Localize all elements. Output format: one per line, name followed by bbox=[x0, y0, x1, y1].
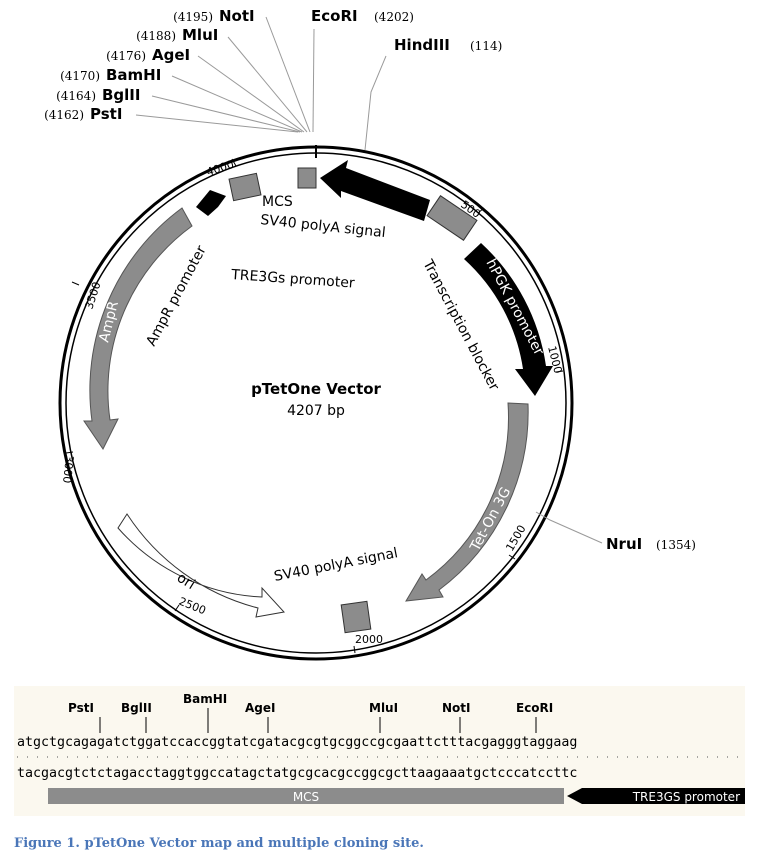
svg-text:(4170): (4170) bbox=[60, 69, 100, 83]
site-label-agei[interactable]: (4176) AgeI bbox=[106, 46, 190, 64]
vector-size: 4207 bp bbox=[287, 403, 345, 419]
vector-title: pTetOne Vector bbox=[251, 380, 381, 398]
site-label-bamhi[interactable]: (4170) BamHI bbox=[60, 66, 161, 84]
mcs-site-noti: NotI bbox=[442, 701, 471, 715]
tick-marks bbox=[65, 158, 564, 654]
svg-text:(4195): (4195) bbox=[173, 10, 213, 24]
mcs-bottom-strand: tacgacgtctctagacctaggtggccatagctatgcgcac… bbox=[17, 766, 577, 781]
sv40-top-feature bbox=[228, 172, 262, 202]
transcription-blocker-feature bbox=[426, 195, 478, 241]
tre3gs-bar-arrow bbox=[567, 788, 745, 804]
svg-text:(4164): (4164) bbox=[56, 89, 96, 103]
ampr-arrow bbox=[83, 207, 193, 450]
site-label-psti[interactable]: (4162) PstI bbox=[44, 105, 122, 123]
mcs-site-agei: AgeI bbox=[245, 701, 275, 715]
mcs-feature bbox=[297, 167, 317, 189]
svg-text:(4188): (4188) bbox=[136, 29, 176, 43]
site-label-noti[interactable]: (4195) NotI bbox=[173, 7, 255, 25]
site-label-hindiii[interactable]: HindIII (114) bbox=[394, 36, 502, 54]
tre3gs-bar-label: TRE3GS promoter bbox=[632, 790, 740, 804]
sv40-bottom-feature bbox=[340, 600, 372, 634]
site-label-bglii[interactable]: (4164) BglII bbox=[56, 86, 140, 104]
mcs-bar bbox=[48, 788, 564, 804]
tick-2000: 2000 bbox=[355, 633, 383, 646]
mcs-cut-markers bbox=[99, 708, 537, 733]
tick-3500: 3500 bbox=[82, 280, 103, 311]
mcs-site-psti: PstI bbox=[68, 701, 94, 715]
mcs-site-bamhi: BamHI bbox=[183, 692, 227, 706]
svg-text:PstI: PstI bbox=[90, 105, 122, 123]
teton-arrow bbox=[405, 402, 529, 602]
figure-caption: Figure 1. pTetOne Vector map and multipl… bbox=[14, 836, 424, 851]
tre3gs-promoter-arrow bbox=[320, 160, 430, 221]
mcs-site-mlui: MluI bbox=[369, 701, 398, 715]
tre3gs-label: TRE3Gs promoter bbox=[230, 267, 356, 292]
svg-text:MluI: MluI bbox=[182, 26, 218, 44]
ori-arrow bbox=[117, 513, 285, 618]
svg-text:(4176): (4176) bbox=[106, 49, 146, 63]
mcs-label: MCS bbox=[262, 194, 293, 210]
svg-text:NotI: NotI bbox=[219, 7, 255, 25]
tick-3000: 3000 bbox=[60, 455, 76, 484]
site-label-ecori[interactable]: EcoRI (4202) bbox=[311, 7, 414, 25]
svg-text:(114): (114) bbox=[470, 39, 502, 53]
sv40-top-label: SV40 polyA signal bbox=[260, 212, 387, 241]
svg-text:BamHI: BamHI bbox=[106, 66, 161, 84]
mcs-sequence-panel: PstI BglII BamHI AgeI MluI NotI EcoRI at… bbox=[14, 686, 745, 816]
ampr-promoter-arrow bbox=[196, 190, 226, 216]
svg-text:EcoRI: EcoRI bbox=[311, 7, 358, 25]
svg-text:HindIII: HindIII bbox=[394, 36, 450, 54]
site-label-nrui[interactable]: NruI (1354) bbox=[606, 535, 696, 553]
mcs-top-strand: atgctgcagagatctggatccaccggtatcgatacgcgtg… bbox=[17, 735, 577, 750]
site-leader-lines bbox=[135, 16, 603, 544]
svg-text:BglII: BglII bbox=[102, 86, 140, 104]
svg-text:(1354): (1354) bbox=[656, 538, 696, 552]
svg-text:(4202): (4202) bbox=[374, 10, 414, 24]
mcs-site-bglii: BglII bbox=[121, 701, 152, 715]
sv40-bottom-label: SV40 polyA signal bbox=[273, 545, 400, 585]
tick-4000: 4000 bbox=[205, 158, 236, 179]
hpgk-promoter-arrow bbox=[464, 243, 553, 396]
mcs-bar-label: MCS bbox=[293, 790, 319, 804]
svg-text:AgeI: AgeI bbox=[152, 46, 190, 64]
mcs-site-ecori: EcoRI bbox=[516, 701, 553, 715]
svg-text:NruI: NruI bbox=[606, 535, 642, 553]
svg-text:(4162): (4162) bbox=[44, 108, 84, 122]
site-label-mlui[interactable]: (4188) MluI bbox=[136, 26, 218, 44]
